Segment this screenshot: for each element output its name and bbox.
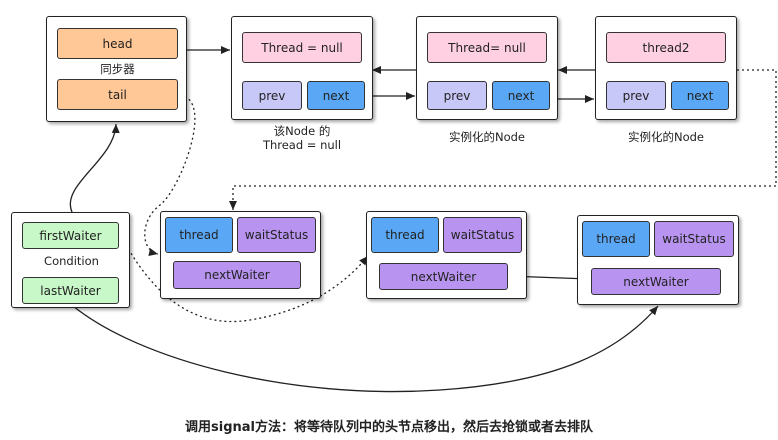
sync-node-3: thread2 prev next	[595, 16, 737, 120]
condition-to-tail-arrow	[69, 123, 120, 213]
first-waiter-dotted	[120, 235, 369, 323]
tail-link-dotted	[229, 69, 777, 210]
waiter3-waitstatus: waitStatus	[654, 221, 734, 257]
waiter1-nextwaiter: nextWaiter	[173, 261, 301, 289]
waiter-node-2: thread waitStatus nextWaiter	[366, 211, 527, 299]
waiter1-waitstatus: waitStatus	[237, 217, 316, 253]
waiter3-thread: thread	[582, 221, 650, 257]
last-waiter-field: lastWaiter	[22, 277, 119, 304]
node3-next: next	[671, 81, 729, 110]
waiter3-nextwaiter: nextWaiter	[591, 268, 721, 295]
node1-label-line1: 该Node 的	[273, 124, 331, 138]
diagram-caption: 调用signal方法：将等待队列中的头节点移出，然后去抢锁或者去排队	[185, 420, 593, 435]
node1-thread: Thread = null	[242, 32, 362, 63]
sync-node-1: Thread = null prev next	[231, 16, 373, 120]
node2-thread: Thread= null	[427, 32, 547, 63]
waiter2-nextwaiter: nextWaiter	[379, 263, 508, 290]
node2-prev: prev	[427, 81, 487, 110]
head-field: head	[57, 28, 178, 59]
tail-to-waiter-dotted	[144, 94, 196, 256]
waiter2-waitstatus: waitStatus	[443, 217, 522, 253]
node1-next: next	[307, 81, 365, 110]
tail-field: tail	[57, 79, 178, 110]
node3-prev: prev	[606, 81, 666, 110]
waiter-node-3: thread waitStatus nextWaiter	[577, 215, 739, 305]
node1-label-line2: Thread = null	[262, 138, 342, 152]
waiter-node-1: thread waitStatus nextWaiter	[160, 211, 321, 299]
condition-label: Condition	[44, 254, 99, 268]
node2-label: 实例化的Node	[448, 130, 525, 144]
waiter2-thread: thread	[371, 217, 439, 253]
first-waiter-field: firstWaiter	[22, 222, 119, 249]
condition-box: firstWaiter Condition lastWaiter	[11, 212, 130, 308]
last-waiter-arrow	[72, 305, 659, 393]
synchronizer-label: 同步器	[100, 62, 135, 76]
waiter1-thread: thread	[165, 217, 233, 253]
node1-label: 该Node 的 Thread = null	[236, 124, 368, 152]
sync-node-2: Thread= null prev next	[416, 16, 558, 120]
node3-thread: thread2	[606, 32, 726, 63]
synchronizer-box: head 同步器 tail	[46, 16, 187, 122]
node3-label: 实例化的Node	[627, 130, 704, 144]
node1-prev: prev	[242, 81, 302, 110]
node2-next: next	[492, 81, 550, 110]
